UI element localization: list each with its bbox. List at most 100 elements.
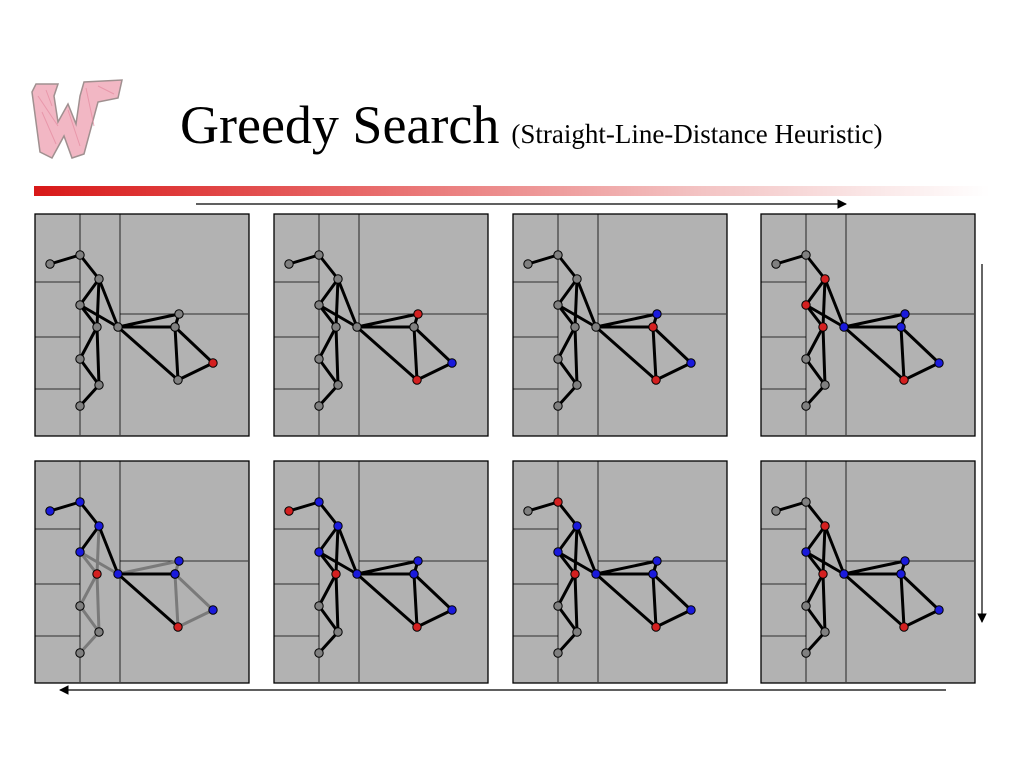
graph-node-e	[818, 569, 828, 579]
graph-node-a	[45, 506, 55, 516]
graph-node-d	[75, 547, 85, 557]
graph-edge-j-m	[173, 325, 215, 365]
graph-node-c	[333, 274, 343, 284]
search-panel-step-6	[512, 460, 728, 684]
graph-edge-g-h	[804, 630, 827, 655]
graph-edge-b-c	[317, 500, 340, 528]
slide-title: Greedy Search(Straight-Line-Distance Heu…	[180, 94, 882, 156]
graph-node-c	[333, 521, 343, 531]
graph-node-h	[314, 648, 324, 658]
graph-edge-i-n	[594, 325, 658, 382]
graph-edge-c-e	[334, 524, 340, 576]
graph-node-h	[75, 648, 85, 658]
graph-node-f	[75, 354, 85, 364]
graph-edge-a-b	[774, 253, 808, 266]
graph-node-a	[523, 259, 533, 269]
graph-node-h	[553, 401, 563, 411]
graph-node-m	[934, 605, 944, 615]
graph-node-a	[771, 259, 781, 269]
graph-node-b	[314, 497, 324, 507]
graph-edge-e-f	[317, 325, 338, 361]
graph-edge-j-n	[651, 572, 658, 629]
search-panel-step-2	[273, 213, 489, 437]
graph-edge-j-n	[173, 325, 180, 382]
graph-node-e	[570, 322, 580, 332]
graph-edge-f-g	[556, 357, 579, 387]
graph-edge-a-b	[287, 500, 321, 513]
graph-node-n	[899, 622, 909, 632]
graph-edge-j-n	[899, 572, 906, 629]
graph-edge-a-b	[48, 500, 82, 513]
graph-node-a	[284, 259, 294, 269]
graph-node-f	[801, 354, 811, 364]
graph-node-h	[801, 648, 811, 658]
graph-edge-i-l	[116, 312, 181, 329]
graph-edge-e-g	[821, 572, 827, 634]
graph-edge-e-g	[334, 325, 340, 387]
graph-edge-i-l	[594, 312, 659, 329]
graph-edge-c-d	[804, 277, 827, 307]
graph-edge-n-m	[176, 361, 215, 382]
panel-background	[760, 460, 976, 684]
graph-node-h	[801, 401, 811, 411]
graph-node-i	[591, 569, 601, 579]
panel-background	[273, 213, 489, 437]
graph-node-l	[652, 556, 662, 566]
graph-edge-f-g	[556, 604, 579, 634]
graph-node-e	[92, 569, 102, 579]
graph-edge-b-c	[317, 253, 340, 281]
graph-edge-g-h	[317, 383, 340, 408]
graph-edge-a-b	[48, 253, 82, 266]
graph-edge-b-c	[78, 500, 101, 528]
search-panel-step-5	[760, 460, 976, 684]
graph-edge-j-m	[899, 325, 941, 365]
graph-edge-f-g	[317, 604, 340, 634]
graph-node-h	[553, 648, 563, 658]
graph-edge-i-l	[842, 559, 907, 576]
graph-node-f	[553, 601, 563, 611]
graph-edge-j-m	[899, 572, 941, 612]
graph-node-l	[900, 556, 910, 566]
graph-node-k	[896, 569, 906, 579]
graph-node-g	[333, 627, 343, 637]
graph-edge-c-i	[336, 524, 359, 576]
graph-node-l	[413, 309, 423, 319]
graph-edge-c-d	[556, 277, 579, 307]
graph-edge-b-c	[556, 500, 579, 528]
graph-edge-i-n	[116, 325, 180, 382]
panel-background	[34, 460, 250, 684]
graph-node-b	[801, 250, 811, 260]
graph-edge-c-i	[823, 277, 846, 329]
search-panel-step-3	[512, 213, 728, 437]
graph-node-i	[113, 322, 123, 332]
graph-edge-b-c	[804, 253, 827, 281]
graph-node-b	[553, 250, 563, 260]
graph-edge-e-f	[556, 325, 577, 361]
graph-node-l	[174, 556, 184, 566]
graph-edge-c-e	[95, 524, 101, 576]
graph-node-m	[686, 605, 696, 615]
graph-edge-c-d	[317, 277, 340, 307]
graph-node-e	[331, 322, 341, 332]
graph-node-e	[570, 569, 580, 579]
graph-node-g	[820, 380, 830, 390]
graph-edge-g-h	[78, 383, 101, 408]
graph-node-d	[553, 300, 563, 310]
graph-edge-f-g	[804, 604, 827, 634]
graph-edge-c-e	[821, 524, 827, 576]
graph-node-i	[591, 322, 601, 332]
graph-edge-e-g	[573, 572, 579, 634]
graph-edge-c-i	[336, 277, 359, 329]
graph-node-n	[899, 375, 909, 385]
graph-edge-i-n	[842, 572, 906, 629]
graph-edge-g-h	[556, 383, 579, 408]
graph-edge-a-b	[287, 253, 321, 266]
graph-edge-d-i	[556, 303, 598, 329]
graph-node-m	[208, 605, 218, 615]
graph-edge-j-n	[173, 572, 180, 629]
graph-edge-e-f	[556, 572, 577, 608]
graph-node-d	[75, 300, 85, 310]
graph-edge-b-c	[78, 253, 101, 281]
graph-node-f	[553, 354, 563, 364]
graph-node-h	[314, 401, 324, 411]
